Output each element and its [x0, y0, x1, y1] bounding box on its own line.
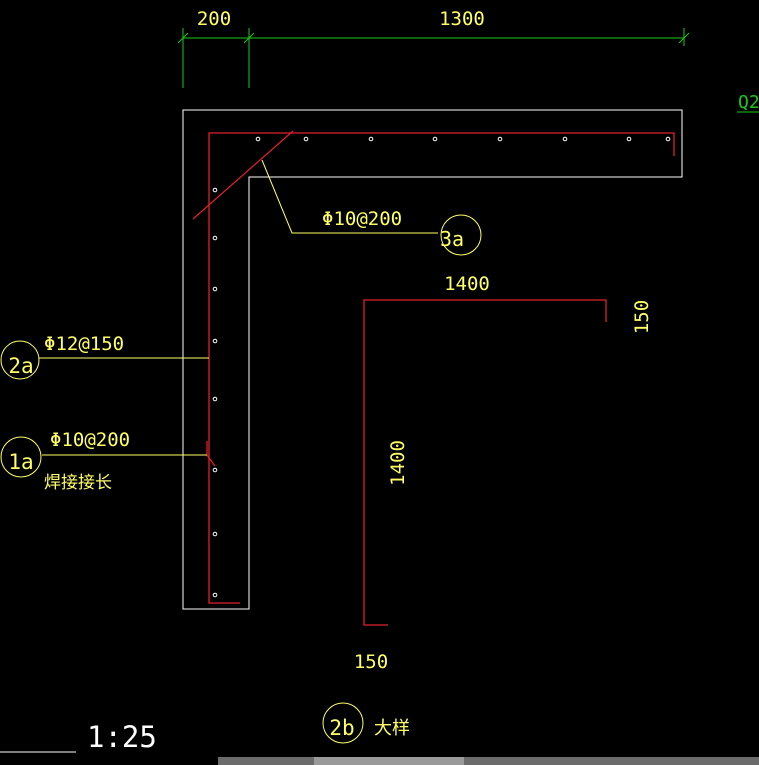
callout-circle-1a	[0, 436, 42, 478]
leader-lines	[39, 159, 438, 456]
rebar-dot	[212, 531, 218, 537]
rebar-dot	[212, 235, 218, 241]
callout-3a[interactable]: 3a	[440, 227, 464, 251]
rebar-label-1a: Φ10@200	[50, 429, 130, 451]
callout-2a[interactable]: 2a	[8, 354, 33, 378]
leader-3a	[261, 159, 438, 234]
rebar-outer-l	[208, 132, 675, 604]
callout-circle-2b	[322, 702, 364, 744]
tick-mid	[243, 32, 255, 44]
edge-label-q2: Q2	[738, 92, 759, 113]
bent-bar-2b[interactable]	[363, 299, 607, 626]
scale-label: 1:25	[87, 720, 157, 754]
rebar-dot	[497, 136, 503, 142]
status-bar-segment[interactable]	[314, 757, 464, 765]
dimension-200: 200	[197, 8, 231, 30]
detail-title: 大样	[374, 718, 410, 739]
rebar-dot	[432, 136, 438, 142]
callout-2b[interactable]: 2b	[329, 716, 354, 740]
callout-circle-2a	[0, 340, 40, 380]
rebar-label-2a: Φ12@150	[44, 333, 124, 355]
rebar-dot	[212, 467, 218, 473]
status-bar[interactable]	[218, 757, 759, 765]
rebar-dot	[626, 136, 632, 142]
rebar-dot	[212, 338, 218, 344]
rebar-label-3a: Φ10@200	[322, 208, 402, 230]
dimension-1400-top: 1400	[444, 273, 490, 295]
callout-1a[interactable]: 1a	[8, 450, 33, 474]
rebar-dot	[665, 136, 671, 142]
dimension-1300: 1300	[439, 8, 485, 30]
dimension-lines	[177, 28, 759, 113]
dimension-1400-side: 1400	[387, 440, 409, 486]
rebar-dot	[212, 286, 218, 292]
rebar-dot	[368, 136, 374, 142]
dimension-150-right: 150	[631, 300, 653, 334]
dimension-150-bottom: 150	[354, 651, 388, 673]
wall-section-outline[interactable]	[182, 109, 683, 610]
tick-right	[678, 32, 690, 44]
rebar-dot	[562, 136, 568, 142]
rebar-dot	[303, 136, 309, 142]
distribution-bar-dots	[212, 136, 671, 598]
callout-circles	[0, 214, 482, 744]
rebar-dot	[212, 396, 218, 402]
rebar-dot	[255, 136, 261, 142]
rebar-lines	[192, 130, 675, 604]
rebar-corner-diagonal	[192, 130, 294, 220]
weld-note: 焊接接长	[44, 473, 112, 493]
rebar-weld-kink	[206, 441, 216, 467]
callout-circle-3a	[440, 214, 482, 256]
rebar-dot	[212, 592, 218, 598]
tick-left	[177, 32, 189, 44]
rebar-dot	[212, 187, 218, 193]
